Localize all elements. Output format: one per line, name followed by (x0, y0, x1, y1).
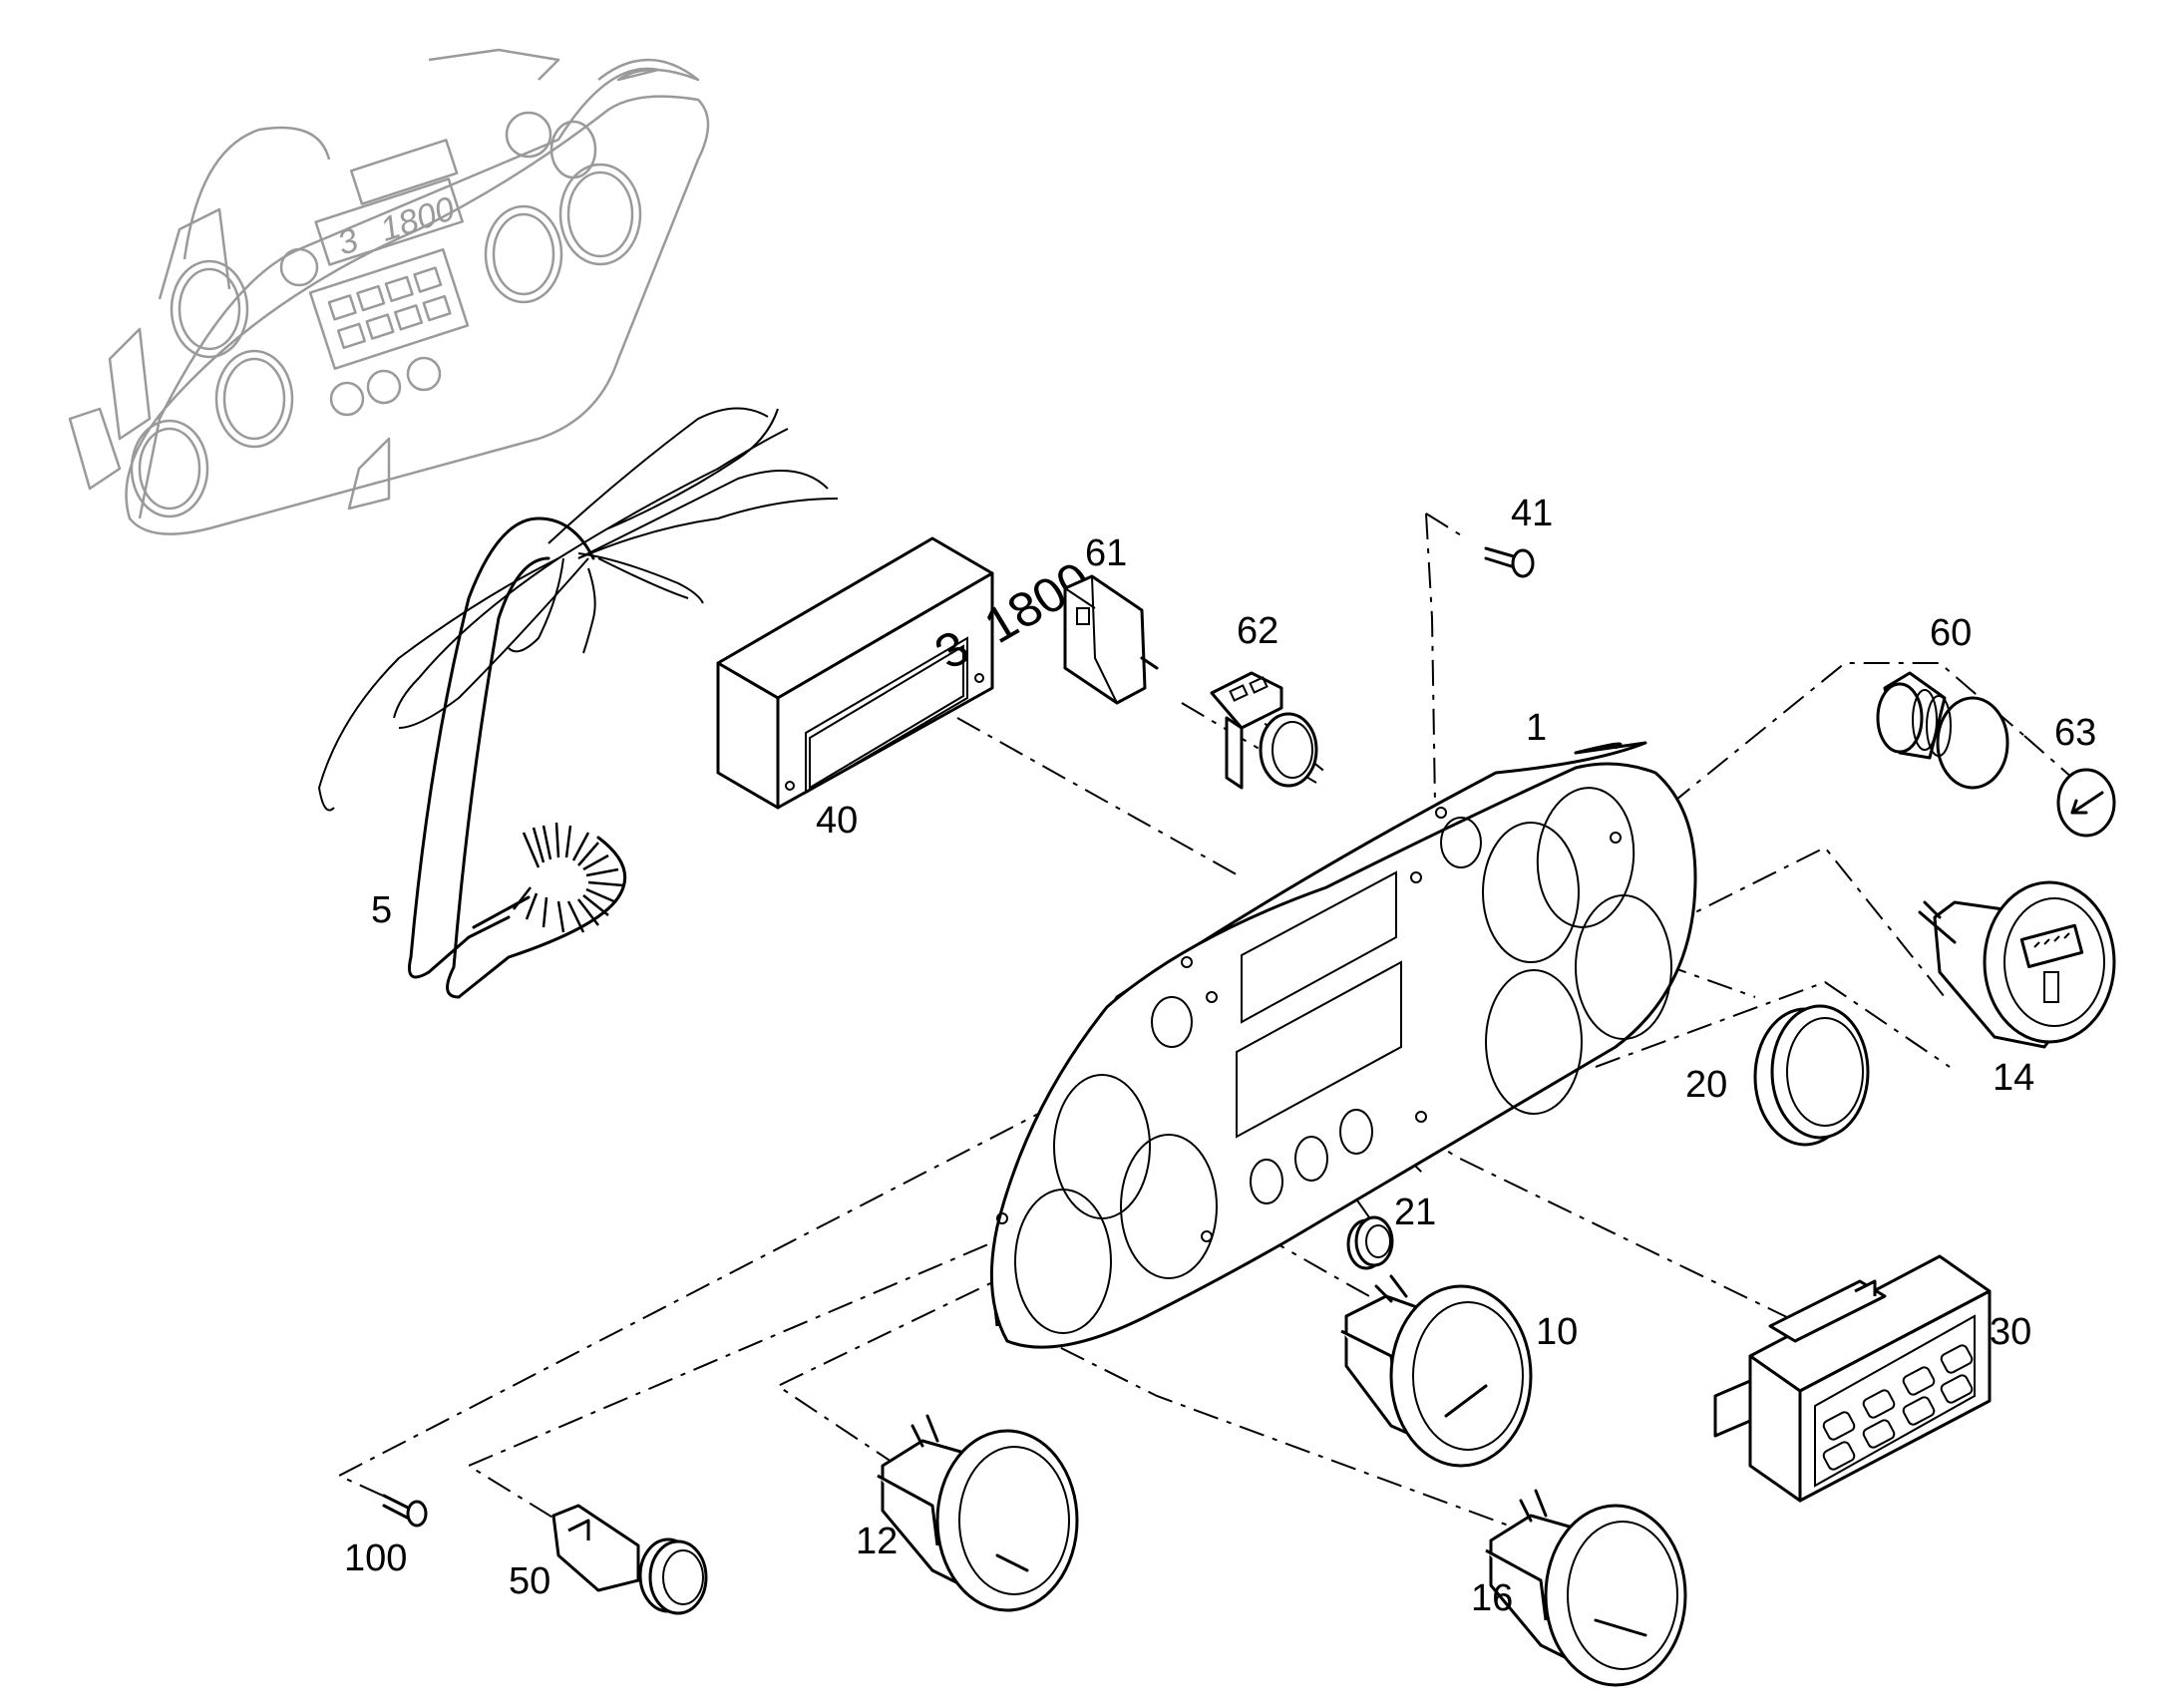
part-screw-top (1484, 546, 1535, 578)
callout-63: 63 (2054, 712, 2096, 754)
part-screw-bottom (382, 1494, 428, 1528)
callout-20: 20 (1685, 1064, 1727, 1106)
part-arrow-lens (2056, 768, 2116, 838)
part-gauge-10 (1340, 1274, 1533, 1468)
callout-5: 5 (371, 889, 392, 931)
callout-62: 62 (1237, 610, 1278, 652)
part-instrument-panel (989, 741, 1697, 1349)
part-indicator-lamp (1876, 671, 2009, 790)
callout-16: 16 (1471, 1577, 1513, 1619)
callout-30: 30 (1990, 1311, 2031, 1353)
part-plug (1346, 1215, 1394, 1270)
callout-14: 14 (1993, 1057, 2034, 1099)
callout-40: 40 (816, 800, 858, 842)
callout-61: 61 (1085, 532, 1127, 574)
callout-100: 100 (344, 1537, 407, 1579)
part-switch-holder (1210, 671, 1318, 790)
part-blanking-cap (1753, 1004, 1870, 1147)
callout-1: 1 (1526, 707, 1547, 749)
callout-21: 21 (1394, 1192, 1436, 1233)
part-switch-keypad (1713, 1254, 1992, 1503)
part-wiring-harness (317, 407, 839, 999)
callout-10: 10 (1536, 1311, 1578, 1353)
part-gauge-12 (877, 1414, 1079, 1612)
callout-50: 50 (509, 1560, 550, 1602)
callout-41: 41 (1511, 493, 1553, 534)
part-switch-block (1063, 574, 1159, 705)
assembled-dashboard-inset: 3 1800 (68, 48, 710, 535)
arrow-icon (2070, 791, 2104, 815)
callout-labels: 1 5 10 12 14 16 20 21 30 40 41 50 60 61 … (344, 493, 2096, 1619)
part-hour-meter (1918, 880, 2116, 1049)
callout-60: 60 (1930, 612, 1972, 654)
part-gauge-16 (1485, 1489, 1687, 1687)
callout-12: 12 (856, 1521, 898, 1562)
part-push-button (551, 1504, 708, 1615)
